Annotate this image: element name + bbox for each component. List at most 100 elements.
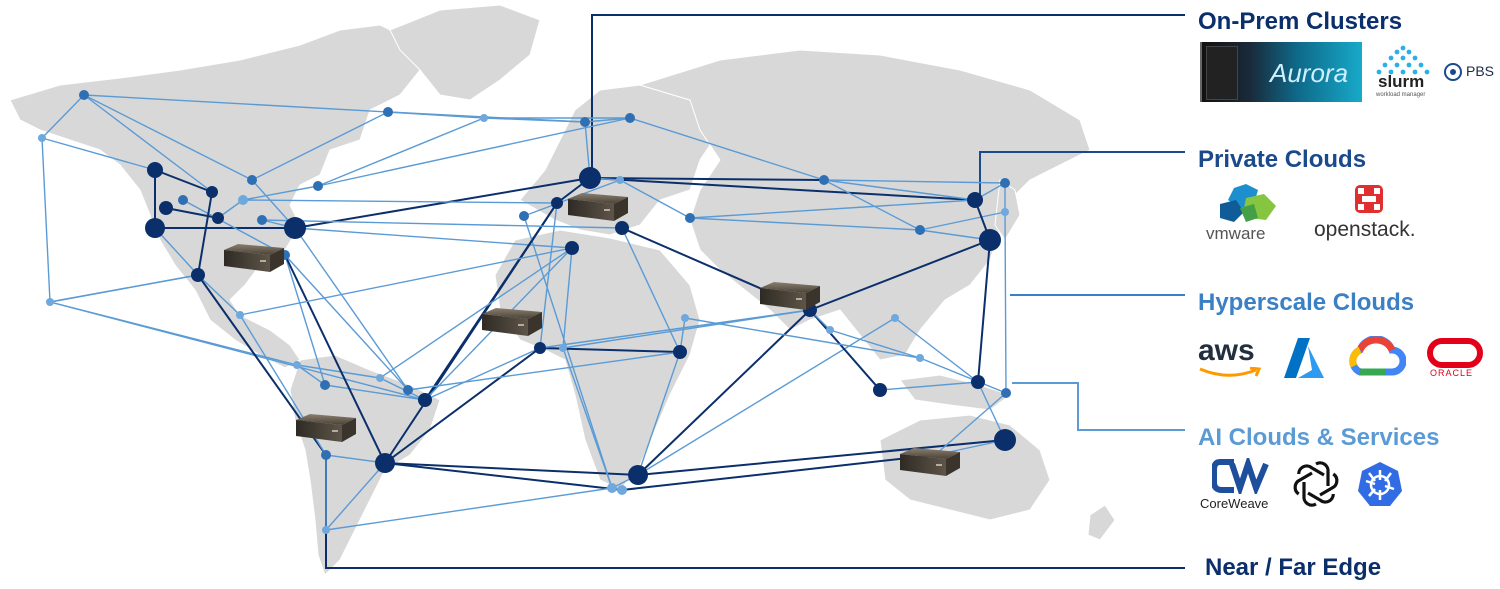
vmware-logo: vmware xyxy=(1206,184,1286,244)
mesh-link xyxy=(637,317,896,476)
mesh-link xyxy=(829,329,921,359)
network-node xyxy=(320,380,330,390)
network-node xyxy=(565,241,579,255)
pbs-logo: PBS xyxy=(1443,60,1498,84)
mesh-link xyxy=(384,202,558,464)
network-node xyxy=(519,211,529,221)
mesh-link xyxy=(621,454,936,491)
pbs-logo-text: PBS xyxy=(1466,63,1495,79)
mesh-link xyxy=(562,247,573,349)
mesh-link xyxy=(977,239,991,383)
network-node xyxy=(891,314,899,322)
server-icon xyxy=(296,414,356,442)
network-node xyxy=(967,192,983,208)
oracle-icon xyxy=(1427,338,1483,368)
network-node xyxy=(238,195,248,205)
network-node xyxy=(159,201,173,215)
coreweave-icon xyxy=(1212,458,1269,494)
network-node xyxy=(79,90,89,100)
mesh-link xyxy=(919,357,1007,394)
pbs-icon xyxy=(1444,63,1462,81)
mesh-link xyxy=(239,247,573,316)
mesh-link xyxy=(619,179,691,219)
openai-icon xyxy=(1293,461,1339,507)
mesh-link xyxy=(41,94,85,139)
aurora-supercomputer-logo: Aurora xyxy=(1200,42,1362,102)
mesh-link xyxy=(584,117,631,123)
mesh-link xyxy=(823,179,1006,184)
network-node xyxy=(994,429,1016,451)
network-node xyxy=(418,393,432,407)
kubernetes-icon xyxy=(1358,462,1402,506)
mesh-link xyxy=(689,217,921,231)
vmware-icon xyxy=(1220,184,1276,222)
mesh-link xyxy=(384,462,623,491)
server-icon xyxy=(568,193,628,221)
mesh-link xyxy=(182,199,286,256)
oracle-logo: ORACLE xyxy=(1426,338,1484,382)
aws-logo-text: aws xyxy=(1198,334,1255,367)
connector-ai xyxy=(1012,382,1185,431)
mesh-link xyxy=(384,462,639,476)
connector-private xyxy=(979,151,1185,200)
greenland xyxy=(389,4,541,101)
network-node xyxy=(293,361,301,369)
category-title-edge: Near / Far Edge xyxy=(1205,554,1382,581)
network-node xyxy=(826,326,834,334)
new-zealand xyxy=(1087,504,1116,541)
server-icon xyxy=(760,282,820,310)
network-node xyxy=(615,221,629,235)
network-node xyxy=(673,345,687,359)
vmware-logo-text: vmware xyxy=(1206,224,1266,243)
mesh-link xyxy=(483,117,586,123)
mesh-link xyxy=(49,274,199,303)
network-node xyxy=(873,383,887,397)
mesh-link xyxy=(83,94,389,113)
server-icons xyxy=(224,193,960,476)
azure-icon xyxy=(1284,338,1324,378)
mesh-link xyxy=(284,254,326,386)
slurm-logo: slurm workload manager xyxy=(1372,44,1434,100)
network-node xyxy=(247,175,257,185)
network-node xyxy=(375,453,395,473)
mesh-link xyxy=(379,377,426,401)
coreweave-logo: CoreWeave xyxy=(1200,458,1280,514)
aurora-logo-text: Aurora xyxy=(1270,58,1349,88)
network-node xyxy=(236,311,244,319)
openstack-logo: openstack. xyxy=(1314,184,1444,244)
network-node xyxy=(819,175,829,185)
network-node xyxy=(480,114,488,122)
aws-smile-icon xyxy=(1199,367,1262,377)
network-node xyxy=(383,107,393,117)
mesh-link xyxy=(589,177,976,201)
network-node xyxy=(284,217,306,239)
mesh-link xyxy=(407,351,681,391)
network-node xyxy=(971,375,985,389)
mesh-link xyxy=(41,137,156,171)
network-node xyxy=(915,225,925,235)
mesh-link xyxy=(523,215,613,489)
network-node xyxy=(916,354,924,362)
azure-logo xyxy=(1282,336,1326,380)
network-node xyxy=(628,465,648,485)
slurm-logo-subtext: workload manager xyxy=(1376,92,1426,98)
google-cloud-logo xyxy=(1346,335,1407,380)
network-mesh-nodes xyxy=(38,90,1016,534)
network-node xyxy=(551,197,563,209)
network-node xyxy=(617,485,627,495)
mesh-link xyxy=(197,274,241,316)
category-title-hyperscale: Hyperscale Clouds xyxy=(1198,289,1415,316)
mesh-link xyxy=(41,137,51,303)
mesh-link xyxy=(629,117,825,181)
mesh-link xyxy=(83,94,253,181)
network-node xyxy=(534,342,546,354)
network-node xyxy=(38,134,46,142)
mesh-link xyxy=(294,227,409,391)
mesh-link xyxy=(154,169,213,193)
network-node xyxy=(616,176,624,184)
slurm-logo-text: slurm xyxy=(1378,72,1425,91)
mesh-link xyxy=(894,317,979,383)
mesh-link xyxy=(49,301,426,401)
network-node xyxy=(559,344,567,352)
